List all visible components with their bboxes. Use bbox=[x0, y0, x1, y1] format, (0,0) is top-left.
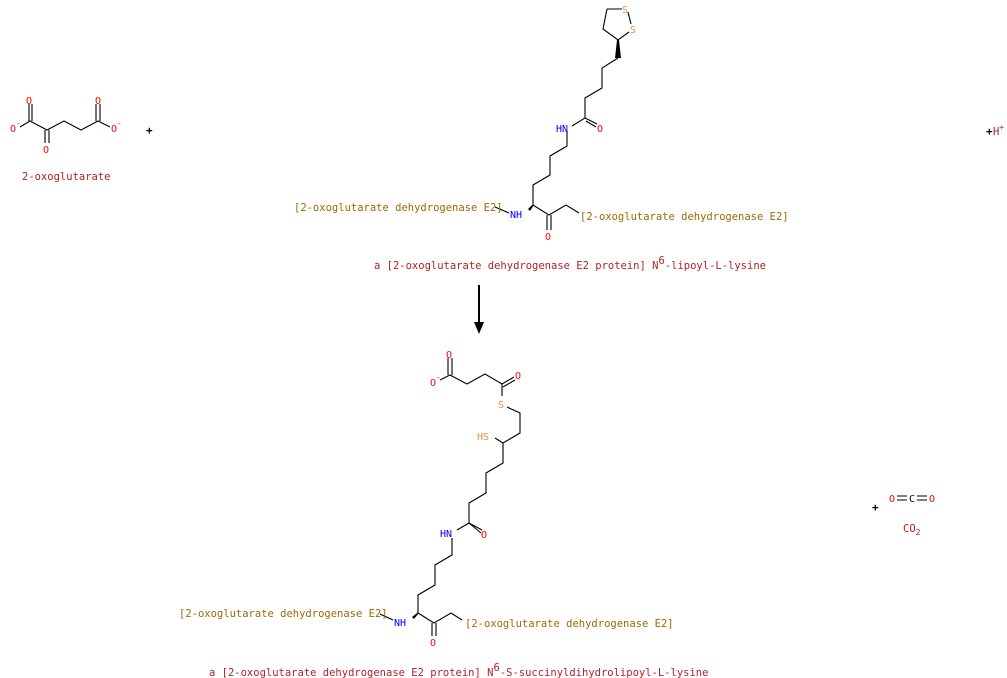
atom-sulfur: S bbox=[630, 25, 636, 36]
atom-sulfur: S bbox=[622, 5, 628, 16]
compound-name: CO2 bbox=[903, 523, 921, 537]
charge: - bbox=[436, 373, 441, 382]
atom-oxygen: O bbox=[515, 371, 521, 382]
atom-oxygen: O bbox=[26, 96, 32, 107]
atom-oxygen: O bbox=[43, 145, 49, 156]
atom-nitrogen: NH bbox=[394, 618, 406, 629]
protein-group-right: [2-oxoglutarate dehydrogenase E2] bbox=[580, 211, 789, 223]
charge: - bbox=[16, 119, 21, 128]
atom-oxygen: O bbox=[889, 494, 895, 505]
atom-oxygen: O bbox=[929, 494, 935, 505]
protein-group-left: [2-oxoglutarate dehydrogenase E2] bbox=[294, 202, 503, 214]
atom-oxygen: O bbox=[430, 378, 436, 389]
compound-name: a [2-oxoglutarate dehydrogenase E2 prote… bbox=[209, 662, 708, 678]
compound-name: a [2-oxoglutarate dehydrogenase E2 prote… bbox=[374, 255, 766, 272]
atom-oxygen: O bbox=[597, 124, 603, 135]
plus-sign: + bbox=[986, 125, 993, 138]
atom-oxygen: O bbox=[95, 96, 101, 107]
atom-nitrogen: HN bbox=[556, 124, 568, 135]
molecule-lipoyl-lysine: S S O HN NH O [2-oxoglutarate dehydrogen… bbox=[294, 5, 789, 272]
atom-nitrogen: HN bbox=[440, 529, 452, 540]
compound-name-proton: H+ bbox=[993, 123, 1004, 138]
atom-oxygen: O bbox=[10, 124, 16, 135]
atom-sulfur: S bbox=[498, 400, 504, 411]
atom-oxygen: O bbox=[430, 638, 436, 649]
reaction-arrow bbox=[474, 285, 484, 334]
plus-sign: + bbox=[146, 124, 153, 137]
molecule-succinyldihydrolipoyl-lysine: O O - O S HS O HN NH O [2-oxoglutarate d… bbox=[179, 350, 708, 678]
molecule-2-oxoglutarate: O O - O O O - 2-oxoglutarate bbox=[10, 96, 122, 183]
atom-oxygen: O bbox=[545, 232, 551, 243]
atom-oxygen: O bbox=[481, 530, 487, 541]
protein-group-left: [2-oxoglutarate dehydrogenase E2] bbox=[179, 608, 388, 620]
atom-carbon: C bbox=[909, 494, 915, 505]
atom-oxygen: O bbox=[446, 350, 452, 361]
charge: - bbox=[117, 119, 122, 128]
atom-oxygen: O bbox=[111, 124, 117, 135]
plus-sign: + bbox=[872, 501, 879, 514]
atom-sulfur-hydrogen: HS bbox=[477, 432, 489, 443]
atom-nitrogen: NH bbox=[510, 210, 522, 221]
compound-name: 2-oxoglutarate bbox=[22, 171, 111, 183]
molecule-carbon-dioxide: O C O CO2 bbox=[889, 494, 935, 537]
protein-group-right: [2-oxoglutarate dehydrogenase E2] bbox=[465, 618, 674, 630]
